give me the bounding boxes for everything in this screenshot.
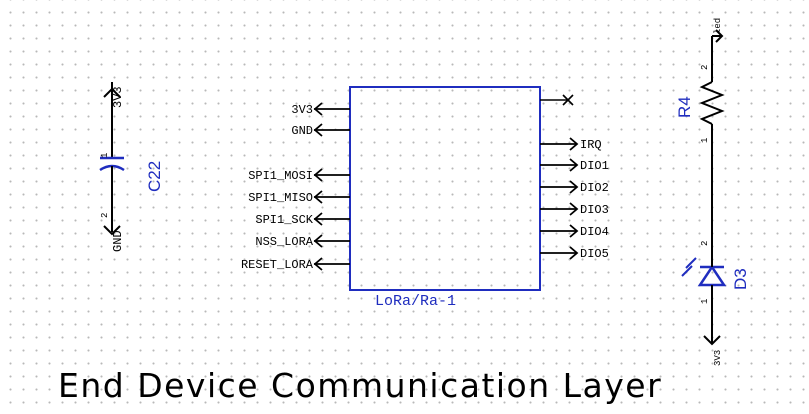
pin-irq: IRQ <box>540 137 602 152</box>
r4-net-arrow <box>715 29 724 43</box>
pin-label-dio4: DIO4 <box>580 225 609 239</box>
pin-arrow-dio3 <box>569 202 579 216</box>
r4-pin-bottom: 1 <box>700 138 710 143</box>
pin-arrow-spi1-sck <box>313 212 323 226</box>
pin-dio2: DIO2 <box>540 180 609 195</box>
pin-arrow-dio5 <box>569 246 579 260</box>
pin-arrow-spi1-miso <box>313 190 323 204</box>
pin-label-gnd: GND <box>291 124 313 138</box>
pin-label-irq: IRQ <box>580 138 602 152</box>
d3-pin-bottom: 1 <box>700 299 710 304</box>
pin-label-spi1-miso: SPI1_MISO <box>248 191 313 205</box>
d3-net-label: 3V3 <box>713 350 723 366</box>
capacitor-c22[interactable]: 3V3 GND 1 2 C22 <box>99 82 164 252</box>
d3-bottom-arrow <box>703 335 721 346</box>
pin-nss-lora: NSS_LORA <box>255 234 350 249</box>
c22-pin-top: 1 <box>100 153 110 158</box>
d3-emission-rays <box>681 257 697 277</box>
led-d3[interactable]: 2 1 3V3 D3 <box>681 241 750 366</box>
pin-gnd: GND <box>291 123 350 138</box>
module-part-label: LoRa/Ra-1 <box>375 293 456 310</box>
pin-dio5: DIO5 <box>540 246 609 261</box>
pin-label-reset-lora: RESET_LORA <box>241 258 314 272</box>
pin-arrow-nss-lora <box>313 234 323 248</box>
pin-arrow-dio2 <box>569 180 579 194</box>
module-body <box>349 86 541 291</box>
pin-spi1-mosi: SPI1_MOSI <box>248 168 350 183</box>
pin-label-3v3: 3V3 <box>291 103 313 117</box>
page-title: End Device Communication Layer <box>58 366 663 405</box>
c22-reference: C22 <box>145 161 164 192</box>
c22-bottom-arrow <box>103 225 121 236</box>
r4-zigzag <box>699 81 725 125</box>
resistor-r4[interactable]: led 2 1 R4 <box>675 18 725 256</box>
c22-bottom-net-label: GND <box>111 230 125 252</box>
pin-dio3: DIO3 <box>540 202 609 217</box>
pin-arrow-dio4 <box>569 224 579 238</box>
c22-top-net-label: 3V3 <box>111 86 125 108</box>
pin-dio4: DIO4 <box>540 224 609 239</box>
r4-reference: R4 <box>675 96 694 118</box>
pin-spi1-sck: SPI1_SCK <box>255 212 350 227</box>
pin-arrow-gnd <box>313 123 323 137</box>
pin-arrow-irq <box>569 137 579 151</box>
pin-label-spi1-sck: SPI1_SCK <box>255 213 313 227</box>
c22-pin-bottom: 2 <box>100 213 110 218</box>
pin-spi1-miso: SPI1_MISO <box>248 190 350 205</box>
pin-3v3: 3V3 <box>291 102 350 117</box>
pin-reset-lora: RESET_LORA <box>241 257 350 272</box>
no-connect-marker <box>562 94 574 106</box>
pin-label-dio3: DIO3 <box>580 203 609 217</box>
d3-pin-top: 2 <box>700 241 710 246</box>
pin-arrow-reset-lora <box>313 257 323 271</box>
pin-label-dio5: DIO5 <box>580 247 609 261</box>
pin-arrow-spi1-mosi <box>313 168 323 182</box>
pin-label-dio2: DIO2 <box>580 181 609 195</box>
pin-label-nss-lora: NSS_LORA <box>255 235 313 249</box>
d3-reference: D3 <box>731 268 750 290</box>
d3-triangle <box>697 264 727 287</box>
r4-net-label: led <box>713 18 723 34</box>
c22-top-arrow <box>103 87 121 98</box>
pin-dio1: DIO1 <box>540 158 609 173</box>
pin-label-dio1: DIO1 <box>580 159 609 173</box>
pin-label-spi1-mosi: SPI1_MOSI <box>248 169 313 183</box>
pin-arrow-dio1 <box>569 158 579 172</box>
r4-pin-top: 2 <box>700 65 710 70</box>
pin-arrow-3v3 <box>313 102 323 116</box>
